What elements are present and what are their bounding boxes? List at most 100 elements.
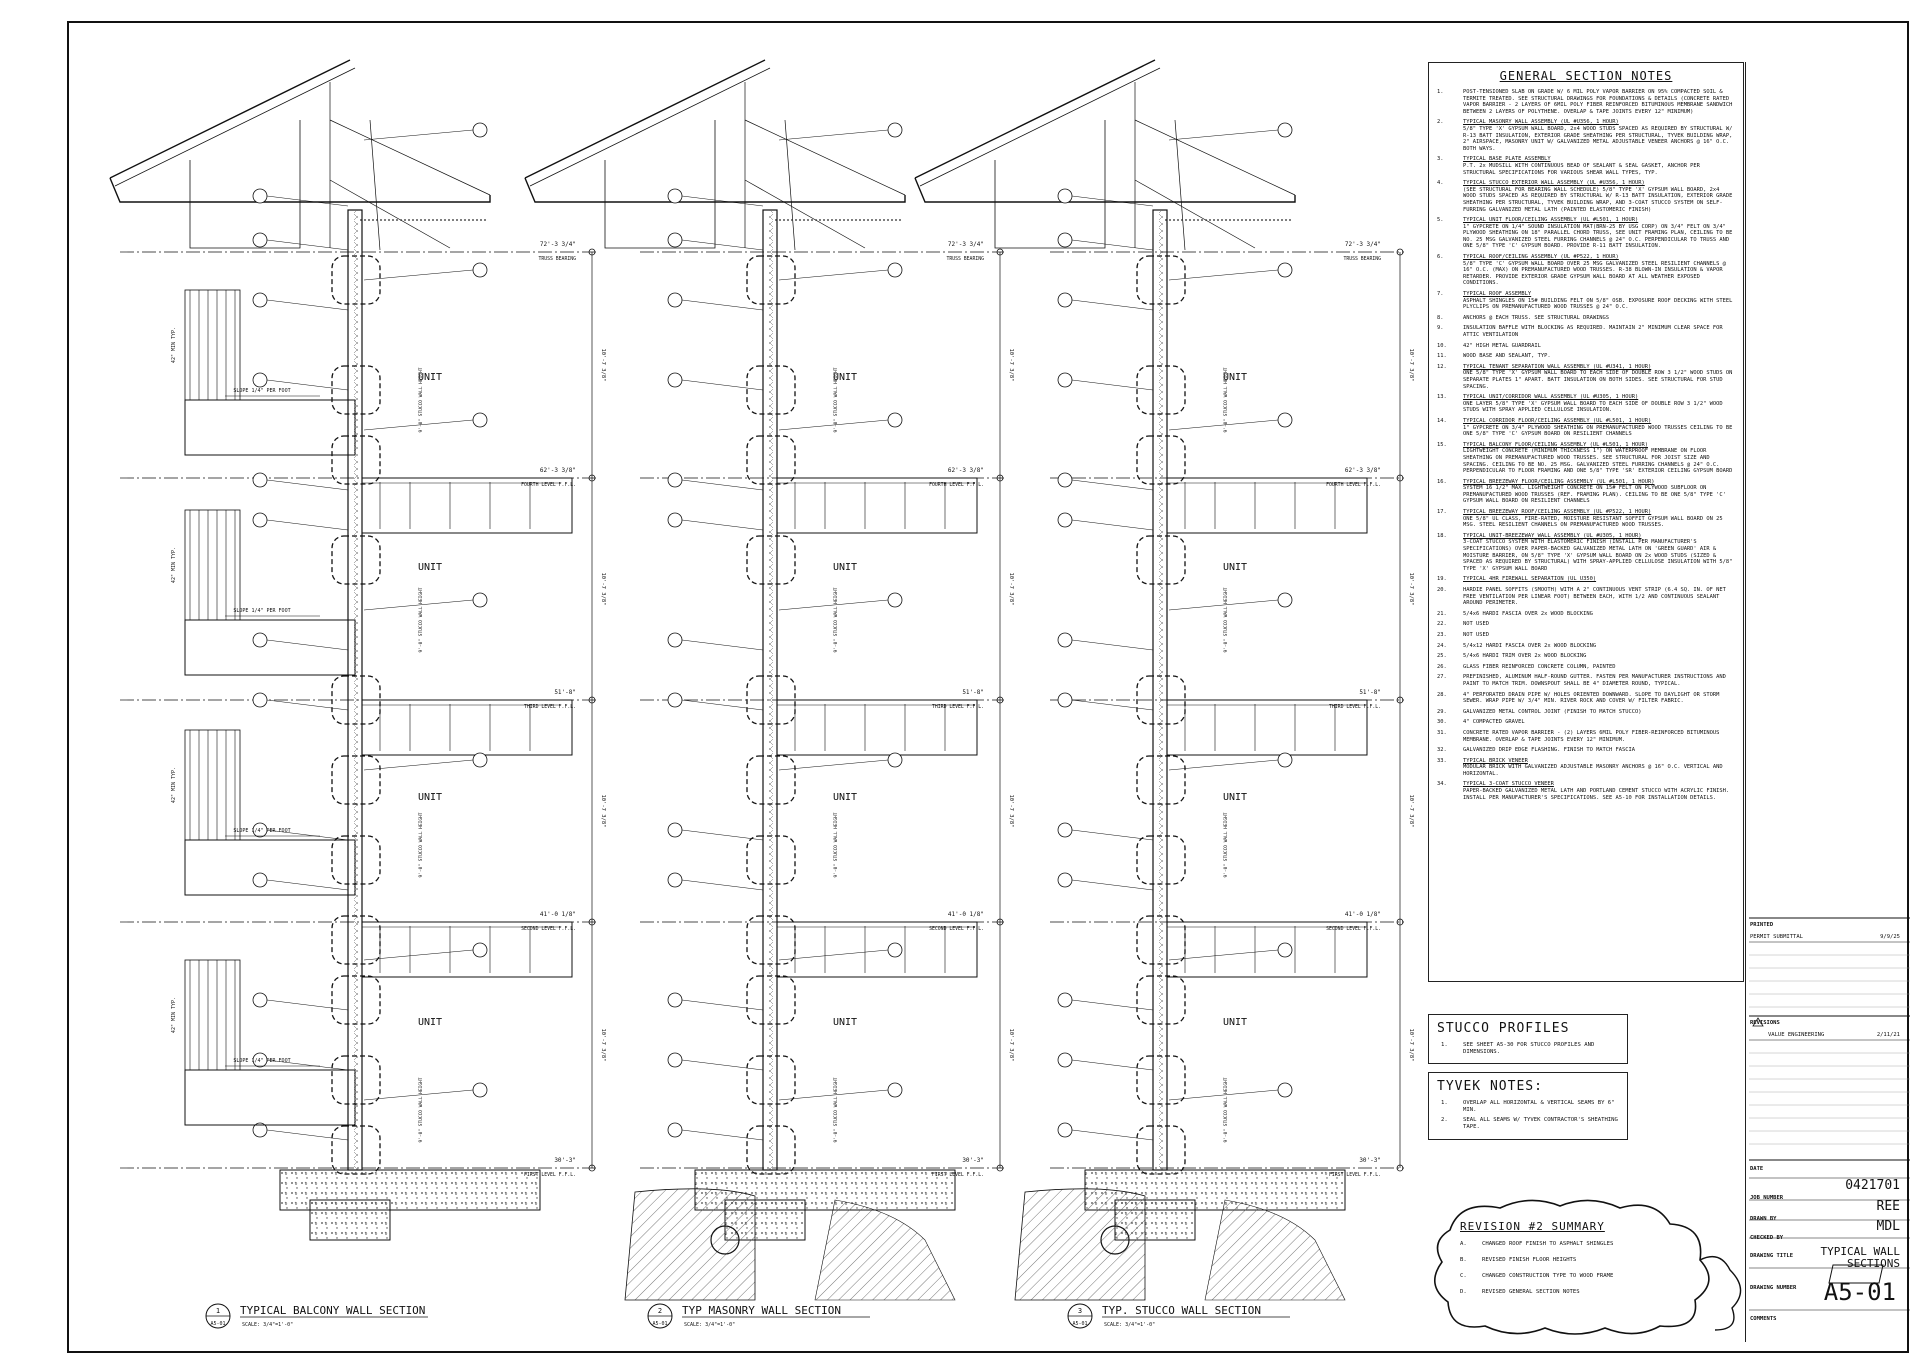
leader-line [681, 1059, 764, 1071]
wall-height-label: 9'-0" STUCCO WALL HEIGHT [833, 587, 839, 652]
leader-line [266, 1129, 349, 1141]
detail-callout [1136, 1055, 1186, 1105]
section-note: 2.TYPICAL MASONRY WALL ASSEMBLY (UL #U35… [1437, 119, 1733, 152]
keynote-bubble [667, 232, 683, 248]
wall-insulation [354, 210, 358, 1170]
keynote-bubble [667, 372, 683, 388]
roof-line [109, 59, 491, 203]
keynote-bubble [667, 188, 683, 204]
keynote-bubble [1057, 292, 1073, 308]
floor-truss [1184, 926, 1336, 973]
section-scale: SCALE: 3/4"=1'-0" [242, 1322, 293, 1328]
unit-label: UNIT [833, 1017, 857, 1028]
revision-delta-icon [1752, 1017, 1764, 1027]
section-ref: A5-01 [1072, 1321, 1087, 1327]
leader-line [681, 379, 764, 391]
leader-line [266, 195, 349, 207]
leader-line [363, 269, 474, 281]
leader-line [1071, 1129, 1154, 1141]
leader-line [1168, 269, 1279, 281]
leader-line [1071, 879, 1154, 891]
tyvek-note: 1.OVERLAP ALL HORIZONTAL & VERTICAL SEAM… [1441, 1100, 1615, 1113]
keynote-bubble [1277, 122, 1293, 138]
keynote-bubble [252, 872, 268, 888]
keynote-bubble [1057, 472, 1073, 488]
wall-height-label: 9'-0" STUCCO WALL HEIGHT [1223, 587, 1229, 652]
level-name: TRUSS BEARING [1343, 256, 1381, 262]
leader-line [778, 599, 889, 611]
keynote-bubble [1057, 1052, 1073, 1068]
keynote-bubble [1277, 942, 1293, 958]
detail-callout [746, 535, 796, 585]
level-name: FIRST LEVEL F.F.L. [524, 1172, 576, 1178]
keynote-bubble [887, 592, 903, 608]
detail-callout [746, 1055, 796, 1105]
section-note: 23.NOT USED [1437, 631, 1489, 638]
floor-system [776, 477, 978, 534]
stucco-profiles-box: STUCCO PROFILES 1.SEE SHEET A5-30 FOR ST… [1428, 1014, 1628, 1064]
date-label: DATE [1750, 1166, 1764, 1172]
level-elevation: 41'-0 1/8" [1345, 911, 1381, 918]
story-dimension: 10'-7 3/8" [600, 572, 606, 605]
section-ref: A5-01 [210, 1321, 225, 1327]
detail-callout [331, 975, 381, 1025]
leader-line [778, 419, 889, 431]
detail-callout [746, 915, 796, 965]
section-note: 29.GALVANIZED METAL CONTROL JOINT (FINIS… [1437, 708, 1642, 715]
leader-line [1071, 999, 1154, 1011]
level-elevation: 72'-3 3/4" [540, 241, 576, 248]
leader-line [778, 949, 889, 961]
drain-pipe [710, 1225, 740, 1255]
leader-line [778, 759, 889, 771]
keynote-bubble [667, 292, 683, 308]
level-name: FOURTH LEVEL F.F.L. [521, 482, 576, 488]
footing [309, 1199, 391, 1241]
revision-summary: REVISION #2 SUMMARY A.CHANGED ROOF FINIS… [1440, 1220, 1690, 1305]
keynote-bubble [887, 412, 903, 428]
wall-height-label: 9'-0" STUCCO WALL HEIGHT [833, 1077, 839, 1142]
slope-label: SLOPE 1/4" PER FOOT [233, 608, 290, 614]
truss-web [189, 120, 301, 249]
leader-line [681, 195, 764, 207]
detail-callout [1136, 975, 1186, 1025]
wall-height-label: 9'-0" STUCCO WALL HEIGHT [833, 367, 839, 432]
unit-label: UNIT [833, 792, 857, 803]
keynote-bubble [1277, 752, 1293, 768]
level-name: THIRD LEVEL F.F.L. [524, 704, 576, 710]
leader-line [363, 949, 474, 961]
leader-line [266, 1059, 349, 1071]
section-note: 17.TYPICAL BREEZEWAY ROOF/CEILING ASSEMB… [1437, 509, 1723, 529]
guardrail [184, 509, 241, 621]
section-note: 22.NOT USED [1437, 621, 1489, 628]
keynote-bubble [1057, 512, 1073, 528]
detail-callout [331, 835, 381, 885]
unit-label: UNIT [418, 792, 442, 803]
keynote-bubble [887, 262, 903, 278]
tyvek-notes-box: TYVEK NOTES: 1.OVERLAP ALL HORIZONTAL & … [1428, 1072, 1628, 1140]
section-number: 1 [216, 1307, 220, 1315]
wall-height-label: 9'-0" STUCCO WALL HEIGHT [1223, 1077, 1229, 1142]
truss-web [604, 120, 716, 249]
roof-line [914, 59, 1296, 203]
wall-height-label: 9'-0" STUCCO WALL HEIGHT [418, 367, 424, 432]
leader-line [778, 269, 889, 281]
keynote-bubble [1057, 872, 1073, 888]
section-note: 25.5/4x6 HARDI TRIM OVER 2x WOOD BLOCKIN… [1437, 653, 1587, 660]
story-dimension: 10'-7 3/8" [1408, 794, 1414, 827]
roof-line [919, 67, 1161, 187]
keynote-bubble [252, 232, 268, 248]
keynote-bubble [472, 752, 488, 768]
leader-line [363, 1089, 474, 1101]
revisions-label: REVISIONS [1750, 1020, 1780, 1026]
detail-callout [1136, 755, 1186, 805]
leader-line [1071, 639, 1154, 651]
keynote-bubble [252, 188, 268, 204]
